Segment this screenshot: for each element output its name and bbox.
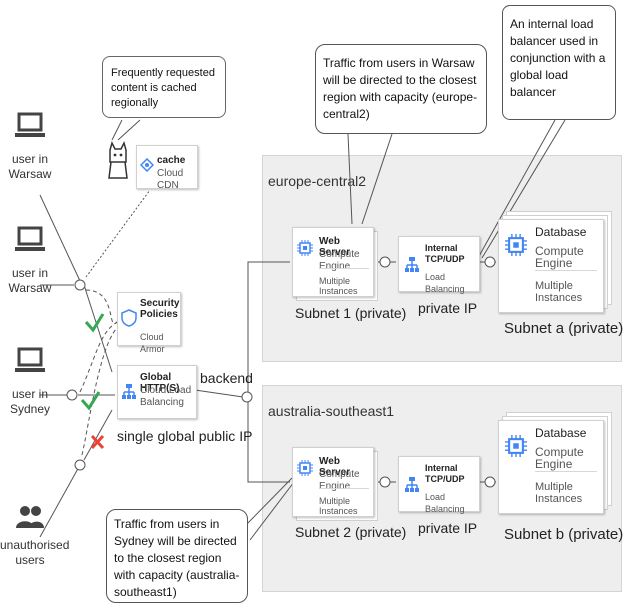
ilb-card-australia: Internal TCP/UDP Load Balancing [398,456,480,514]
web-title: Web Server [319,456,351,478]
ilb-callout: An internal load balancer used in conjun… [502,5,616,120]
user-warsaw-1: user in Warsaw [5,108,55,198]
region-label-australia: australia-southeast1 [268,403,395,419]
global-lb-title: Global HTTP(S) [140,372,180,394]
ilb-card-europe: Internal TCP/UDP Load Balancing [398,236,480,294]
ilb-subtitle: Load Balancing [425,272,465,294]
cloud-cdn-icon [140,158,154,172]
divider [535,471,597,472]
global-lb-subtitle: Cloud Load Balancing [140,385,192,408]
callout-text: Frequently requested content is cached r… [111,67,215,109]
global-lb-card: Global HTTP(S) Cloud Load Balancing [117,365,197,419]
laptop-icon [15,347,45,372]
db-subtitle: Compute Engine [535,445,584,471]
cache-card: cache Cloud CDN [136,145,198,191]
laptop-icon [15,112,45,137]
db-extra: Multiple Instances [535,280,583,304]
ilb-caption: private IP [418,520,478,536]
laptop-icon [15,226,45,251]
compute-engine-icon [505,435,527,457]
ilb-caption: private IP [418,300,478,316]
subnet-caption: Subnet b (private) [504,526,624,543]
security-subtitle: Cloud Armor [140,332,165,354]
user-label: user in Warsaw [8,266,52,295]
load-balancing-icon [405,257,419,272]
subnet-caption: Subnet 2 (private) [295,524,407,540]
ilb-title: Internal TCP/UDP [425,243,465,264]
callout-text: Traffic from users in Sydney will be dir… [114,517,240,599]
divider [319,488,369,489]
user-label: user in Sydney [9,387,51,416]
compute-engine-icon [505,234,527,256]
user-label: unauthorised users [0,538,70,567]
cache-subtitle: Cloud CDN [157,168,184,191]
cat-icon [104,140,132,185]
load-balancing-icon [405,477,419,492]
compute-engine-icon [297,240,313,256]
load-balancing-icon [122,384,136,399]
region-label-europe: europe-central2 [268,173,367,189]
cloud-armor-icon [121,309,137,327]
ilb-subtitle: Load Balancing [425,492,465,514]
sydney-callout: Traffic from users in Sydney will be dir… [106,509,248,603]
db-title: Database [535,426,587,440]
web-server-card-europe: Web Server Compute Engine Multiple Insta… [292,227,374,297]
global-lb-caption: single global public IP [117,428,253,444]
callout-text: Traffic from users in Warsaw will be dir… [323,56,478,121]
subnet-caption: Subnet a (private) [504,320,624,337]
web-subtitle: Compute Engine [319,249,360,272]
user-sydney: user in Sydney [5,343,55,433]
web-title: Web Server [319,236,351,258]
divider [535,270,597,271]
web-extra: Multiple Instances [319,276,358,296]
web-extra: Multiple Instances [319,496,358,516]
ilb-title: Internal TCP/UDP [425,463,465,484]
security-card: Security Policies Cloud Armor [117,292,181,354]
divider [319,268,369,269]
cache-callout: Frequently requested content is cached r… [102,56,226,118]
subnet-caption: Subnet 1 (private) [295,305,407,321]
database-card-australia: Database Compute Engine Multiple Instanc… [498,420,604,514]
web-server-card-australia: Web Server Compute Engine Multiple Insta… [292,447,374,517]
compute-engine-icon [297,460,313,476]
unauthorised-users: unauthorised users [0,500,70,590]
security-title: Security Policies [140,298,180,320]
web-subtitle: Compute Engine [319,469,360,492]
db-extra: Multiple Instances [535,481,583,505]
cache-title: cache [157,155,186,166]
callout-text: An internal load balancer used in conjun… [510,17,606,99]
backend-label: backend [200,370,253,386]
users-icon [16,506,44,528]
user-label: user in Warsaw [8,152,52,181]
user-warsaw-2: user in Warsaw [5,222,55,312]
warsaw-callout: Traffic from users in Warsaw will be dir… [315,44,487,134]
db-subtitle: Compute Engine [535,244,584,270]
db-title: Database [535,225,587,239]
database-card-europe: Database Compute Engine Multiple Instanc… [498,219,604,313]
